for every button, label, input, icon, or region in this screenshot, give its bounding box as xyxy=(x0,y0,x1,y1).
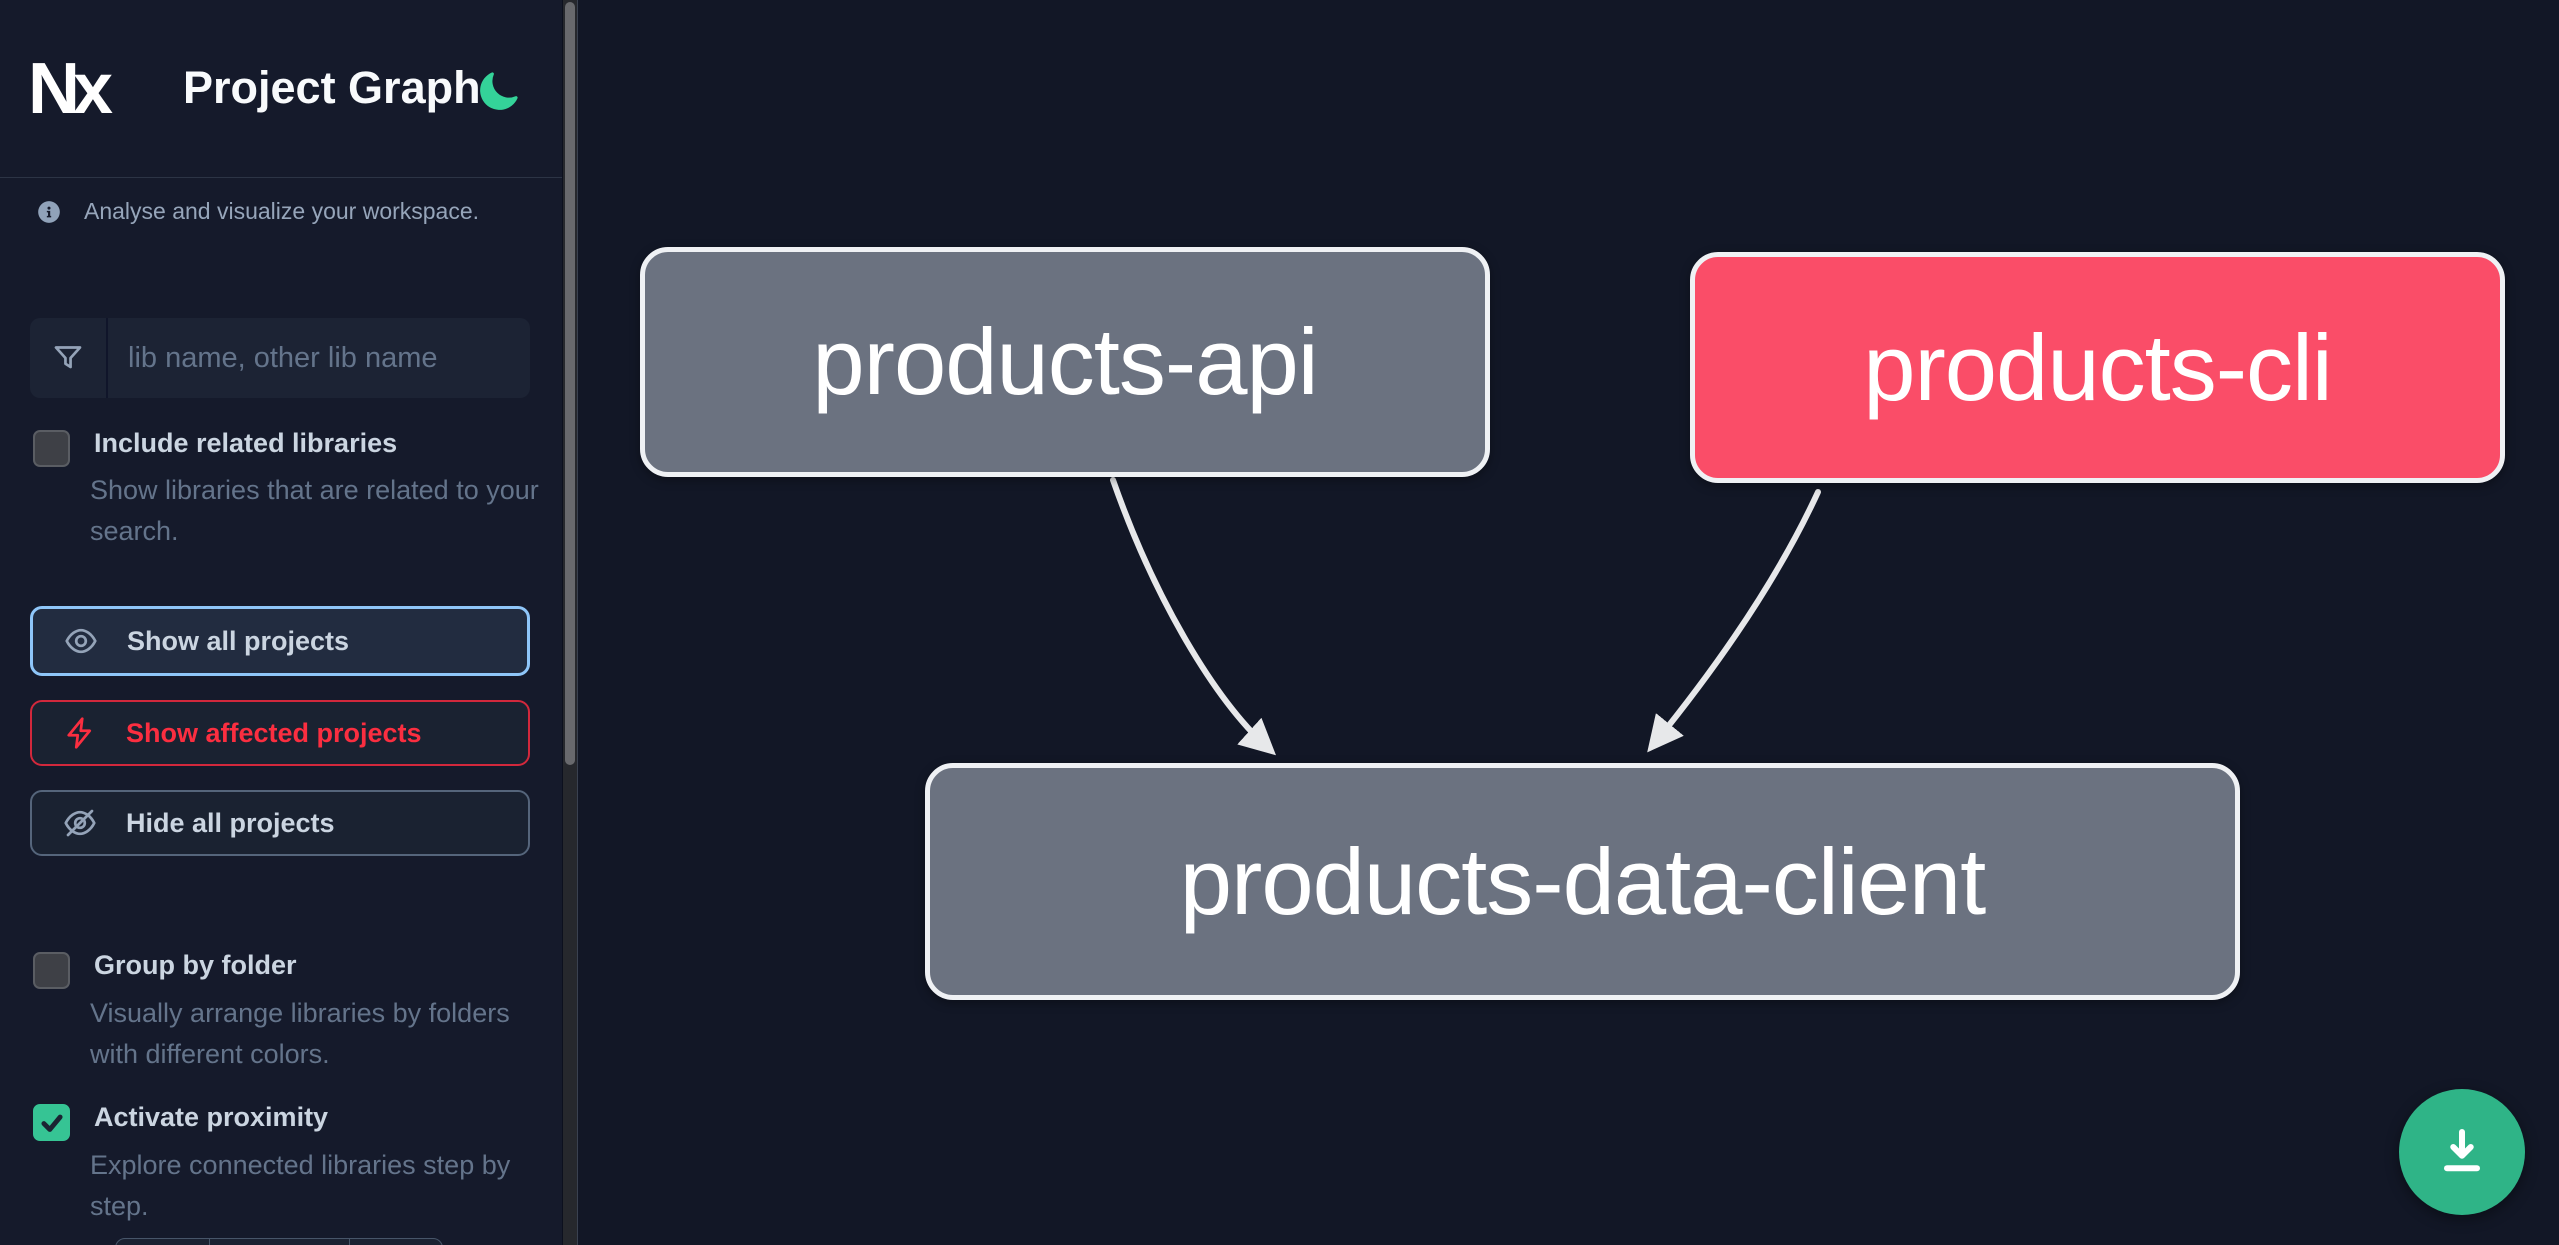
group-by-folder-checkbox[interactable] xyxy=(33,952,70,989)
checkmark-icon xyxy=(40,1114,63,1132)
node-label: products-api xyxy=(812,309,1318,414)
group-by-folder-label[interactable]: Group by folder xyxy=(94,950,297,980)
activate-proximity-checkbox[interactable] xyxy=(33,1104,70,1141)
activate-proximity-row: Activate proximity xyxy=(33,1102,328,1141)
hide-all-projects-label: Hide all projects xyxy=(126,807,335,838)
search-input[interactable] xyxy=(108,318,530,398)
include-related-label[interactable]: Include related libraries xyxy=(94,428,398,458)
download-image-button[interactable] xyxy=(2399,1089,2525,1215)
filter-funnel-icon xyxy=(54,346,82,369)
include-related-description: Show libraries that are related to your … xyxy=(90,475,539,546)
activate-proximity-description: Explore connected libraries step by step… xyxy=(90,1150,511,1221)
tagline-text: Analyse and visualize your workspace. xyxy=(84,198,480,224)
node-label: products-cli xyxy=(1863,314,2333,420)
sidebar-scrollbar[interactable] xyxy=(562,0,578,1245)
show-affected-projects-label: Show affected projects xyxy=(126,717,422,748)
show-affected-projects-button[interactable]: Show affected projects xyxy=(30,700,530,766)
sidebar: Nx Project Graph Analyse and visualize y… xyxy=(0,0,562,1245)
scrollbar-thumb[interactable] xyxy=(565,2,575,765)
search-box xyxy=(30,318,530,398)
sidebar-header: Nx Project Graph xyxy=(0,0,562,178)
info-icon xyxy=(38,200,60,223)
eye-icon xyxy=(65,628,97,654)
show-all-projects-button[interactable]: Show all projects xyxy=(30,606,530,676)
hide-all-projects-button[interactable]: Hide all projects xyxy=(30,790,530,856)
project-node-products-data-client[interactable]: products-data-client xyxy=(925,763,2240,1000)
node-label: products-data-client xyxy=(1179,828,1987,934)
download-icon xyxy=(2444,1129,2480,1172)
nx-logo[interactable]: Nx xyxy=(28,49,113,129)
project-node-products-cli[interactable]: products-cli xyxy=(1690,252,2505,483)
app-title: Project Graph xyxy=(183,62,481,113)
bolt-icon xyxy=(67,717,92,749)
include-related-checkbox[interactable] xyxy=(33,430,70,467)
group-by-folder-row: Group by folder xyxy=(33,950,297,989)
stepper-value-segment xyxy=(210,1239,350,1245)
group-by-folder-description: Visually arrange libraries by folders wi… xyxy=(90,998,510,1069)
theme-toggle-button[interactable] xyxy=(474,68,522,116)
include-related-row: Include related libraries xyxy=(33,428,397,467)
tagline-row: Analyse and visualize your workspace. xyxy=(36,198,479,225)
eye-off-icon xyxy=(64,809,96,837)
project-node-products-api[interactable]: products-api xyxy=(640,247,1490,477)
filter-icon-cell xyxy=(30,318,108,398)
graph-canvas[interactable] xyxy=(578,0,2559,1245)
proximity-stepper[interactable] xyxy=(115,1238,443,1245)
activate-proximity-label[interactable]: Activate proximity xyxy=(94,1102,329,1132)
show-all-projects-label: Show all projects xyxy=(127,625,350,656)
stepper-increment-segment[interactable] xyxy=(350,1239,442,1245)
moon-icon xyxy=(480,72,518,110)
stepper-decrement-segment[interactable] xyxy=(116,1239,210,1245)
